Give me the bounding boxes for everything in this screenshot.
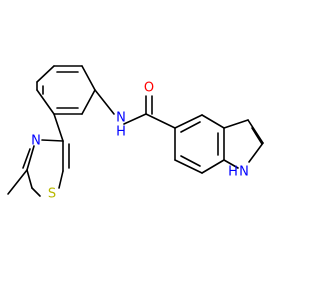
bond xyxy=(251,127,263,145)
molecule-diagram: N H O N S H N xyxy=(7,65,264,202)
thiazole-nitrogen-label: N xyxy=(31,134,41,149)
bond xyxy=(223,159,239,169)
bond xyxy=(123,113,147,125)
bond xyxy=(145,113,176,129)
bond xyxy=(201,159,225,174)
thiazole-sulfur-label: S xyxy=(48,187,56,202)
bond xyxy=(31,187,41,197)
bond xyxy=(81,89,96,115)
amide-hydrogen-label: H xyxy=(116,125,126,140)
bond xyxy=(94,89,115,115)
bond xyxy=(36,65,55,83)
bond xyxy=(53,113,64,142)
indole-nitrogen-label: N xyxy=(239,165,249,180)
bond xyxy=(26,169,33,189)
bond xyxy=(81,65,96,91)
bond xyxy=(7,169,28,195)
indole-hydrogen-label: H xyxy=(228,165,238,180)
bond xyxy=(223,119,249,129)
bond xyxy=(248,142,264,163)
bond xyxy=(180,121,201,133)
bond xyxy=(174,114,203,129)
bond-layer xyxy=(7,65,264,197)
bond xyxy=(36,89,55,115)
bond xyxy=(41,139,64,142)
amide-nitrogen-label: N xyxy=(116,111,126,126)
bond xyxy=(58,170,64,189)
bond xyxy=(22,148,31,169)
bond xyxy=(201,114,225,129)
atom-labels: N H O N S H N xyxy=(31,81,249,202)
bond xyxy=(26,145,35,171)
structure-svg: N H O N S H N xyxy=(7,65,264,202)
bond xyxy=(174,159,203,174)
carbonyl-oxygen-label: O xyxy=(144,81,154,96)
bond xyxy=(180,155,201,167)
bond xyxy=(247,119,264,144)
